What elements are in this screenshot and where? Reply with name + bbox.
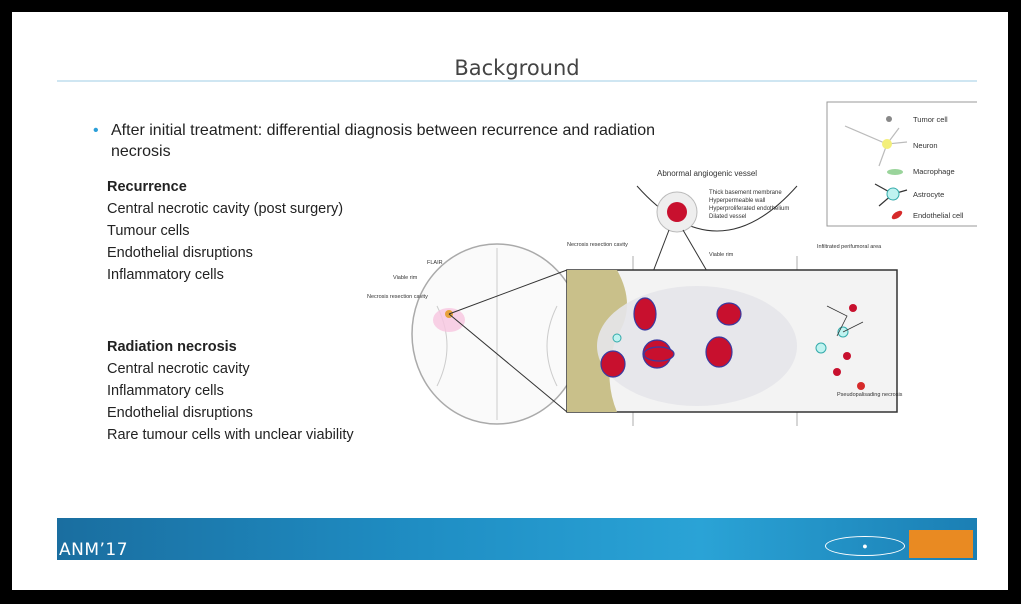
brain-slice: FLAIR Viable rim Necrosis resection cavi… bbox=[367, 243, 583, 425]
list-item: Central necrotic cavity bbox=[107, 361, 250, 377]
endothelial-cell-icon bbox=[891, 210, 903, 220]
list-item: Tumour cells bbox=[107, 223, 190, 239]
recurrence-section: Recurrence Central necrotic cavity (post… bbox=[107, 176, 343, 286]
list-item: Endothelial disruptions bbox=[107, 405, 253, 421]
list-item: Inflammatory cells bbox=[107, 267, 224, 283]
recurrence-heading: Recurrence bbox=[107, 179, 187, 195]
tissue-panel: Pseudopalisading necrosis bbox=[566, 269, 903, 413]
presentation-frame: Background • After initial treatment: di… bbox=[12, 12, 1008, 590]
tumor-cell-icon bbox=[886, 116, 892, 122]
vessel-note: Thick basement membrane bbox=[709, 190, 782, 196]
conference-label: ANM’17 bbox=[59, 540, 129, 560]
list-item: Rare tumour cells with unclear viability bbox=[107, 427, 354, 443]
title-divider bbox=[57, 80, 977, 82]
macrophage-icon bbox=[887, 169, 903, 175]
legend-item: Endothelial cell bbox=[913, 211, 964, 220]
legend-item: Neuron bbox=[913, 141, 938, 150]
bullet-icon: • bbox=[93, 122, 99, 139]
vessel-icon bbox=[667, 202, 687, 222]
radiation-necrosis-section: Radiation necrosis Central necrotic cavi… bbox=[107, 336, 354, 446]
zone-label: Infiltrated perifumoral area bbox=[817, 244, 882, 250]
zone-label: Viable rim bbox=[709, 252, 734, 258]
brain-label: Necrosis resection cavity bbox=[367, 294, 428, 300]
slide: Background • After initial treatment: di… bbox=[57, 16, 977, 560]
bullet-text: After initial treatment: differential di… bbox=[111, 122, 656, 160]
necrotic-cavity bbox=[567, 270, 627, 412]
pseudo-label: Pseudopalisading necrosis bbox=[837, 392, 903, 398]
list-item: Endothelial disruptions bbox=[107, 245, 253, 261]
legend-item: Astrocyte bbox=[913, 190, 944, 199]
vessel-callout: Abnormal angiogenic vessel Thick basemen… bbox=[636, 169, 798, 303]
list-item: Inflammatory cells bbox=[107, 383, 224, 399]
vessel-note: Dilated vessel bbox=[709, 214, 746, 220]
radiation-heading: Radiation necrosis bbox=[107, 339, 237, 355]
vessel-title: Abnormal angiogenic vessel bbox=[657, 169, 757, 178]
zone-label: Necrosis resection cavity bbox=[567, 242, 628, 248]
vessel-note: Hyperpermeable wall bbox=[709, 198, 765, 204]
brain-label: Viable rim bbox=[393, 275, 418, 281]
slide-title: Background bbox=[454, 56, 580, 80]
brain-label: FLAIR bbox=[427, 260, 443, 266]
banner-tag bbox=[909, 530, 973, 558]
neuron-icon bbox=[882, 139, 892, 149]
legend: Tumor cell Neuron Macrophage Astrocyte E… bbox=[826, 101, 977, 227]
legend-item: Macrophage bbox=[913, 167, 955, 176]
footer-banner bbox=[57, 518, 977, 560]
tumor-diagram: Tumor cell Neuron Macrophage Astrocyte E… bbox=[367, 101, 977, 426]
legend-item: Tumor cell bbox=[913, 115, 948, 124]
astrocyte-icon bbox=[886, 187, 900, 201]
list-item: Central necrotic cavity (post surgery) bbox=[107, 201, 344, 217]
conference-logo: ● bbox=[825, 536, 905, 556]
vessel-note: Hyperproliferated endothelium bbox=[709, 206, 789, 212]
